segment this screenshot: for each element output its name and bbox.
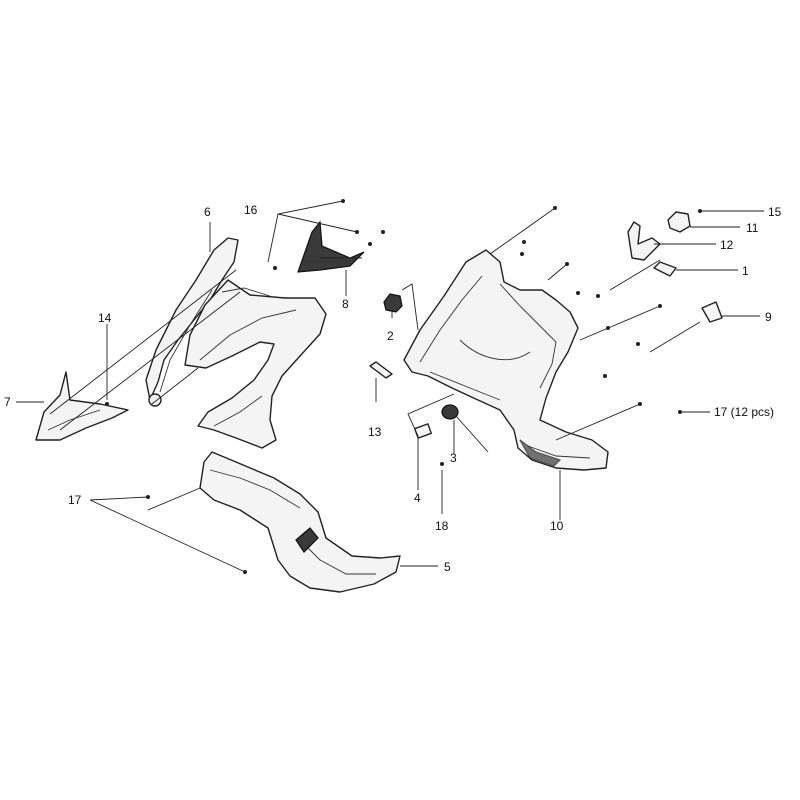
callout-6: 6 — [204, 205, 211, 219]
callout-15: 15 — [768, 205, 782, 219]
callout-11: 11 — [746, 221, 759, 235]
part-9-clip — [701, 301, 723, 323]
callout-labels: 16 6 14 7 8 2 13 4 3 18 10 5 17 17 (12 p… — [4, 203, 782, 574]
part-11-clip — [667, 211, 691, 233]
part-12-bracket — [627, 221, 661, 261]
callout-5: 5 — [444, 560, 451, 574]
callout-4: 4 — [414, 491, 421, 505]
part-3-lock-cylinder — [441, 404, 489, 453]
callout-17-right: 17 (12 pcs) — [714, 405, 774, 419]
callout-2: 2 — [387, 329, 394, 343]
callout-13: 13 — [368, 425, 382, 439]
callout-10: 10 — [550, 519, 564, 533]
part-8-front-grille — [297, 220, 365, 273]
callout-3: 3 — [450, 451, 457, 465]
part-6-front-shield-main — [184, 279, 327, 449]
callout-9: 9 — [765, 310, 772, 324]
callout-8: 8 — [342, 297, 349, 311]
callout-17-left: 17 — [68, 493, 82, 507]
part-1-clip — [653, 261, 677, 277]
part-4-label — [414, 423, 432, 439]
part-7-front-lower-trim — [35, 371, 129, 441]
screw-markers — [105, 199, 702, 574]
callout-12: 12 — [720, 238, 734, 252]
callout-16: 16 — [244, 203, 258, 217]
part-13-bracket — [369, 361, 393, 379]
part-6-front-shield-left — [145, 237, 239, 407]
leader-lines — [16, 200, 764, 573]
callout-7: 7 — [4, 395, 11, 409]
callout-1: 1 — [742, 264, 749, 278]
part-10-inner-leg-shield — [403, 249, 609, 471]
part-5-floor-panel-lower — [199, 451, 401, 593]
callout-14: 14 — [98, 311, 112, 325]
callout-18: 18 — [435, 519, 449, 533]
part-2-small-clip — [383, 293, 403, 313]
